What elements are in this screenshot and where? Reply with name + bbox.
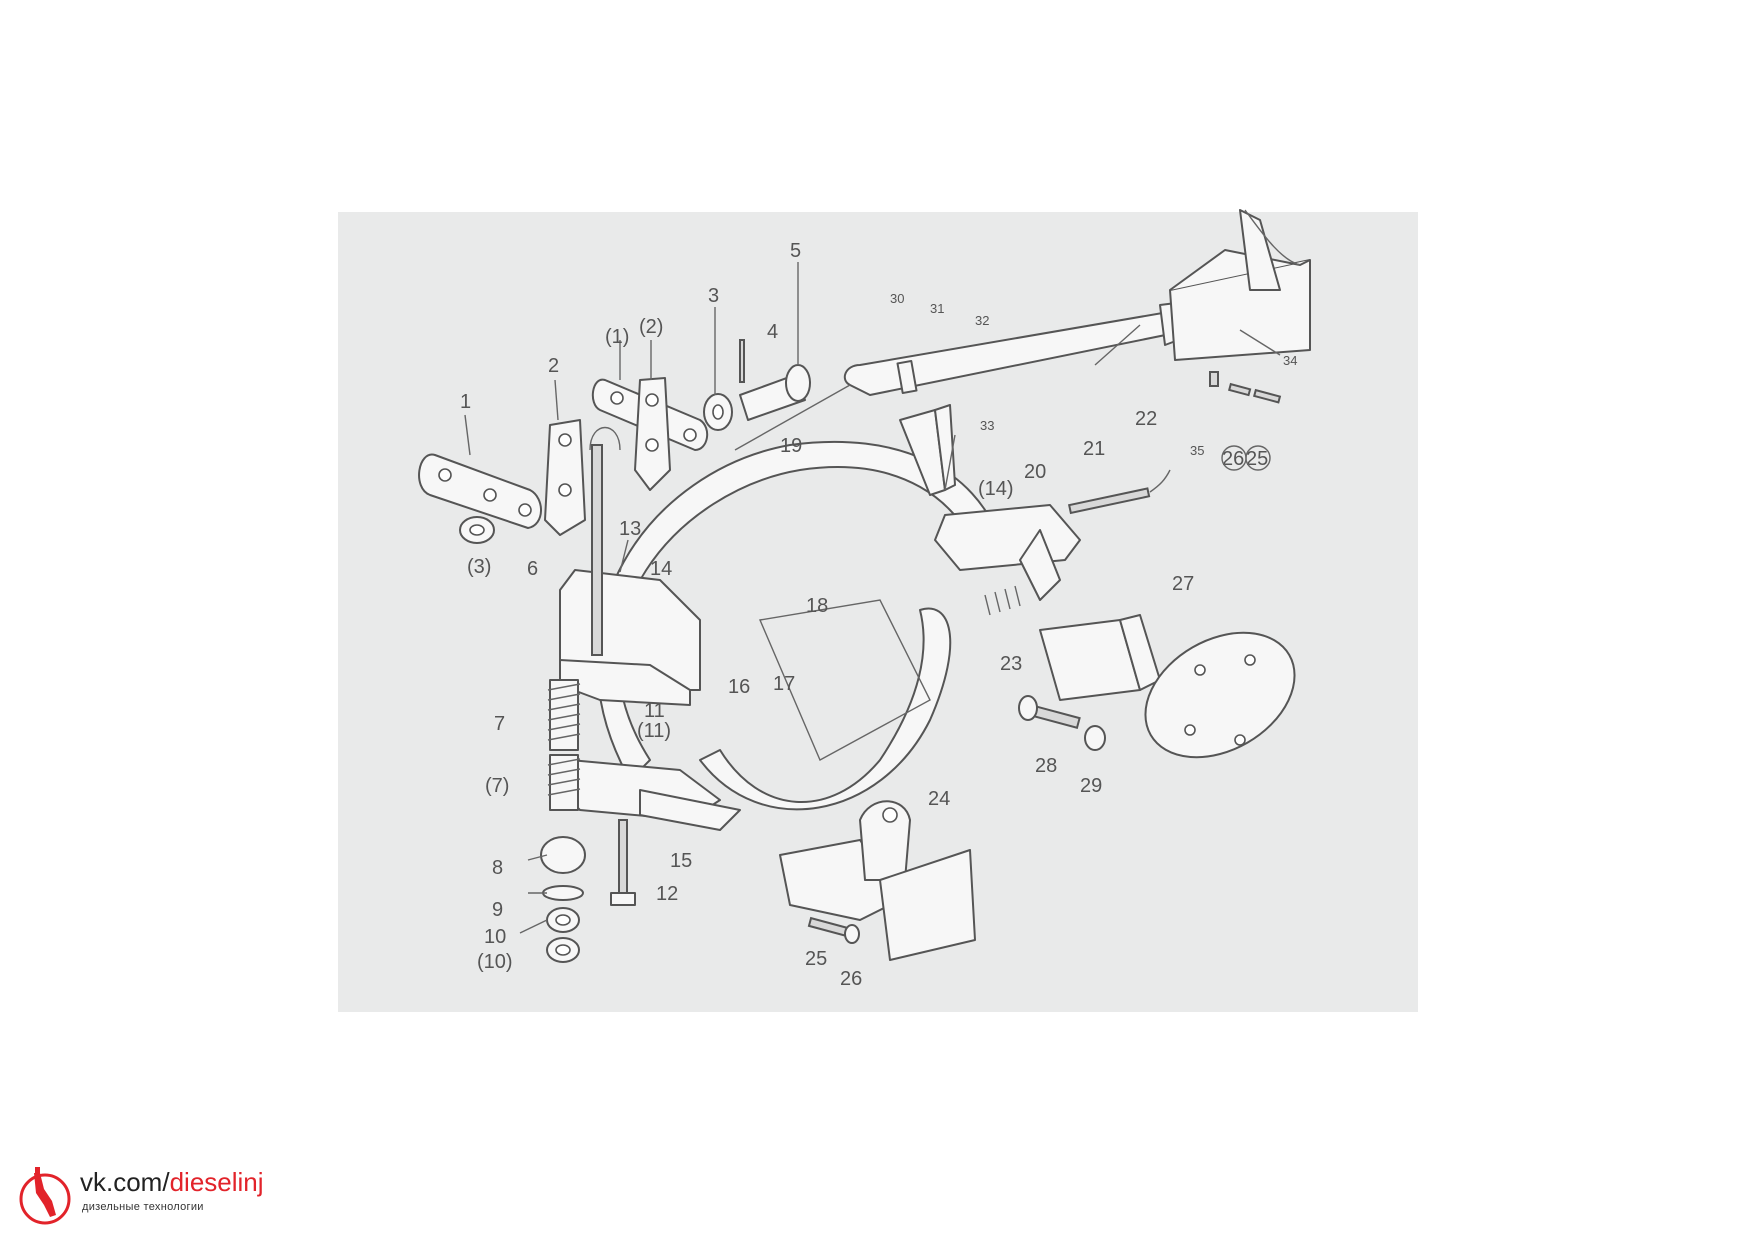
part-label-13: 13: [619, 518, 641, 540]
part-label-11: 11: [644, 700, 665, 722]
part-label-24: 24: [928, 788, 950, 810]
part-label-12: 12: [656, 883, 678, 905]
part-label-25: 25: [1246, 448, 1268, 470]
lower-bracket-15: [559, 759, 741, 831]
bolt-12: [610, 819, 636, 906]
bracket-33: [899, 404, 956, 496]
part-label-17: 17: [773, 673, 795, 695]
watermark: vk.com/dieselinj дизельные технологии: [14, 1165, 314, 1230]
part-label-28: 28: [1035, 755, 1057, 777]
part-label-25b: 25: [805, 948, 827, 970]
injector-icon: [19, 1167, 71, 1225]
part-label-7: 7: [494, 713, 505, 735]
part-label-10: 10: [484, 926, 506, 948]
watermark-subtitle: дизельные технологии: [82, 1201, 204, 1213]
part-label-8: 8: [492, 857, 503, 879]
part-label-20: 20: [1024, 461, 1046, 483]
watermark-url-accent: dieselinj: [169, 1167, 264, 1197]
part-label-4: 4: [767, 321, 778, 343]
part-label-34: 34: [1283, 353, 1297, 368]
part-label-35: 35: [1190, 443, 1204, 458]
spring-stack: [540, 679, 586, 963]
pin-5: [739, 339, 811, 421]
watermark-url-prefix: vk.com/: [80, 1167, 170, 1197]
links-upper-left: [418, 377, 733, 544]
part-label-30: 30: [890, 291, 904, 306]
part-label-1b: (1): [605, 326, 629, 348]
leader-lines: [464, 262, 1281, 934]
part-label-15: 15: [670, 850, 692, 872]
part-label-26b: 26: [840, 968, 862, 990]
part-label-1: 1: [460, 391, 471, 413]
part-label-19: 19: [780, 435, 802, 457]
left-bracket: [559, 426, 701, 706]
bolt-28: [1018, 695, 1106, 751]
part-label-3: 3: [708, 285, 719, 307]
part-label-27: 27: [1172, 573, 1194, 595]
part-label-10b: (10): [477, 951, 513, 973]
mount-24: [779, 800, 976, 961]
lever-34: [1169, 209, 1311, 361]
right-bracket-20: [934, 469, 1171, 616]
part-label-6: 6: [527, 558, 538, 580]
anchor-27: [1039, 614, 1296, 759]
part-label-22: 22: [1135, 408, 1157, 430]
part-labels: 1 2 (2) (1) 3 (3) 4 5 6 7 (7) 8 9 10 (10…: [460, 240, 1297, 990]
part-label-21: 21: [1083, 438, 1105, 460]
part-label-11b: (11): [637, 720, 671, 742]
part-label-33: 33: [980, 418, 994, 433]
part-label-14b: (14): [978, 478, 1014, 500]
small-parts-upper-right: [1209, 371, 1282, 404]
part-label-32: 32: [975, 313, 989, 328]
part-label-16: 16: [728, 676, 750, 698]
part-label-18: 18: [806, 595, 828, 617]
watermark-url[interactable]: vk.com/dieselinj: [80, 1167, 264, 1198]
part-label-29: 29: [1080, 775, 1102, 797]
part-label-5: 5: [790, 240, 801, 262]
part-label-31: 31: [930, 301, 944, 316]
part-label-26: 26: [1222, 448, 1244, 470]
part-label-9: 9: [492, 899, 503, 921]
part-label-7b: (7): [485, 775, 509, 797]
part-label-3b: (3): [467, 556, 491, 578]
part-label-23: 23: [1000, 653, 1022, 675]
part-label-2b: (2): [639, 316, 663, 338]
part-label-14: 14: [650, 558, 672, 580]
part-label-2: 2: [548, 355, 559, 377]
bolt-25-26: [807, 916, 860, 944]
